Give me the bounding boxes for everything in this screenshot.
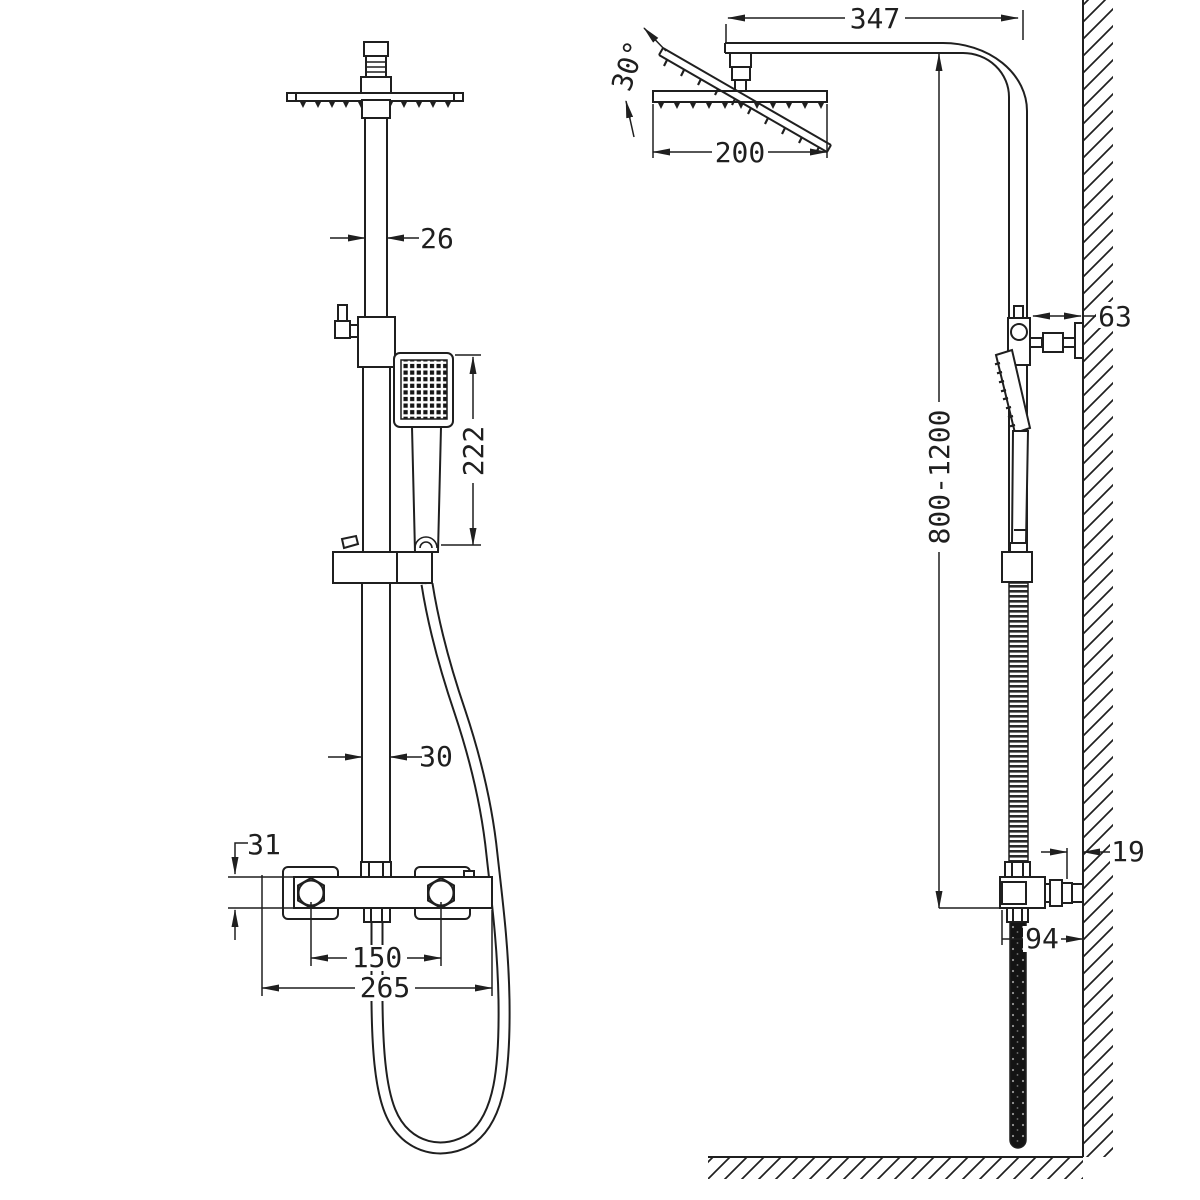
dim-valve-depth: 94 [1025, 922, 1059, 955]
valve-side [999, 861, 1083, 923]
shower-hose-outline [370, 582, 511, 1155]
wall-hatching [1083, 0, 1113, 1157]
ball-joint-side [729, 52, 752, 92]
rain-head-front [286, 92, 464, 119]
dim-head-width: 200 [715, 136, 766, 169]
wall [1082, 0, 1113, 1157]
hand-shower-side [993, 348, 1032, 553]
riser-pipe-mid-front [362, 366, 391, 553]
rain-head-side [652, 47, 832, 155]
dim-wall-bracket-offset: 63 [1098, 300, 1132, 333]
floor [708, 1156, 1083, 1179]
arm-bend-outer [942, 42, 1028, 112]
hose-elbow [414, 536, 438, 549]
top-connector-front [360, 41, 392, 94]
dim-valve-overall-width: 265 [360, 971, 411, 1004]
wall-flange [1074, 322, 1084, 359]
side-view [652, 0, 1113, 1179]
dim-valve-body-height: 31 [247, 828, 281, 861]
hand-shower-handle [410, 426, 443, 553]
bracket-screw [1010, 323, 1028, 341]
dim-hand-shower-length: 222 [457, 426, 490, 477]
hand-shower-front [393, 352, 454, 553]
upper-hose-side [1008, 582, 1029, 863]
arm-bend-inner [962, 52, 1010, 98]
valve-bar [293, 876, 493, 909]
front-view [282, 41, 511, 1155]
dim-inlet-center-distance: 150 [352, 941, 403, 974]
floor-hatching [708, 1157, 1083, 1179]
wall-bracket-side [1007, 305, 1084, 366]
dim-lower-pipe-width: 30 [419, 740, 453, 773]
diverter-valve-front [334, 304, 396, 368]
dimension-lines [228, 10, 1111, 996]
slide-block-side [1001, 551, 1033, 583]
dim-riser-height-range: 800-1200 [923, 410, 956, 545]
shower-arm-side [724, 42, 1028, 112]
dim-arm-length: 347 [850, 2, 901, 35]
dim-head-tilt-angle: 30° [605, 37, 652, 95]
tilted-head-30deg [658, 47, 832, 155]
dimension-labels: 347 30° 200 26 63 222 800-1200 30 31 150… [247, 2, 1146, 1004]
thermostatic-valve-front [282, 861, 493, 923]
dim-upper-pipe-width: 26 [420, 222, 454, 255]
riser-pipe-lower-front [361, 582, 391, 863]
hand-shower-face-grid [400, 359, 448, 420]
lower-hose-side [1009, 921, 1027, 1149]
dim-wall-clearance: 19 [1111, 835, 1145, 868]
riser-pipe-upper-front [364, 117, 388, 318]
shower-hose-fill [372, 583, 509, 1153]
